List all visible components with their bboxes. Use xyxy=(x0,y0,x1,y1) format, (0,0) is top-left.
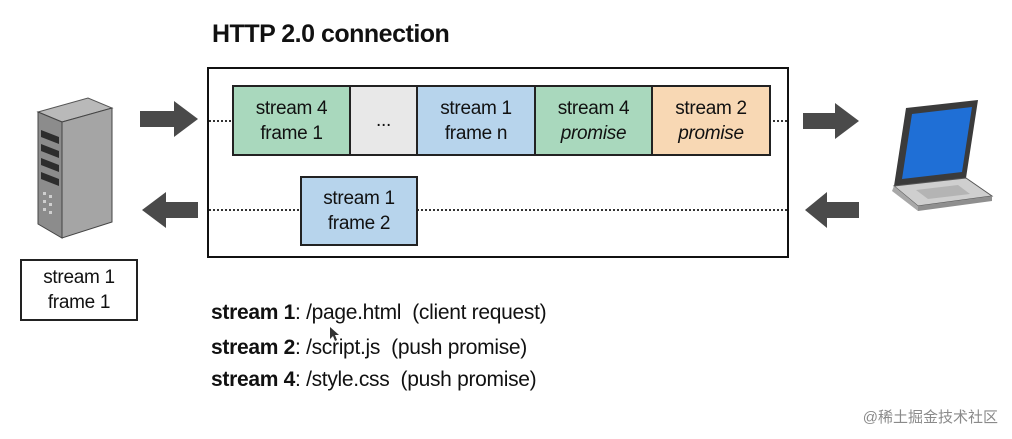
frame-stream1-framen: stream 1 frame n xyxy=(416,85,536,156)
server-frame-stream: stream 1 xyxy=(43,267,115,288)
frame-label-1: stream 4 xyxy=(557,97,630,119)
frame-label-1: stream 1 xyxy=(323,188,395,209)
server-frame-frame: frame 1 xyxy=(47,292,111,313)
legend-stream-1: stream 1: /page.html (client request) xyxy=(211,301,547,325)
arrow-left-icon xyxy=(805,192,859,228)
arrow-right-icon xyxy=(140,101,198,137)
legend-note: (push promise) xyxy=(400,368,537,391)
laptop-icon xyxy=(892,100,994,211)
frame-label-1: ... xyxy=(376,110,391,131)
frame-label-2: promise xyxy=(560,122,627,144)
legend-path: : /script.js xyxy=(295,336,381,359)
frame-stream1-frame2: stream 1 frame 2 xyxy=(300,176,418,246)
server-tower-icon xyxy=(36,97,114,239)
legend-note: (push promise) xyxy=(391,336,528,359)
server-frame: stream 1 frame 1 xyxy=(20,259,138,321)
legend-path: : /style.css xyxy=(295,368,390,391)
legend-stream-label: stream 2 xyxy=(211,336,295,359)
legend-path: : /page.html xyxy=(295,301,402,324)
frame-stream4-frame1: stream 4 frame 1 xyxy=(232,85,351,156)
frame-label-1: stream 2 xyxy=(675,97,747,119)
arrow-right-icon xyxy=(803,103,859,139)
frame-label-2: frame 1 xyxy=(260,122,323,144)
diagram-title: HTTP 2.0 connection xyxy=(212,20,450,48)
frame-label-2: frame 2 xyxy=(327,213,391,234)
bottom-lane-line xyxy=(209,209,787,211)
frame-stream2-promise: stream 2 promise xyxy=(651,85,771,156)
legend-stream-label: stream 1 xyxy=(211,301,295,324)
legend-stream-2: stream 2: /script.js (push promise) xyxy=(211,336,527,360)
arrow-left-icon xyxy=(142,192,198,228)
mouse-cursor-icon xyxy=(330,327,339,341)
frame-label-1: stream 4 xyxy=(255,97,328,119)
http2-connection-box xyxy=(207,67,789,258)
frame-stream4-promise: stream 4 promise xyxy=(534,85,653,156)
legend-note: (client request) xyxy=(412,301,547,324)
frame-label-2: frame n xyxy=(444,122,508,144)
legend-stream-4: stream 4: /style.css (push promise) xyxy=(211,368,537,392)
frame-label-1: stream 1 xyxy=(440,97,512,119)
frame-label-2: promise xyxy=(678,122,744,144)
watermark: @稀土掘金技术社区 xyxy=(862,409,998,426)
legend-stream-label: stream 4 xyxy=(211,368,295,391)
frame-ellipsis: ... xyxy=(349,85,418,156)
